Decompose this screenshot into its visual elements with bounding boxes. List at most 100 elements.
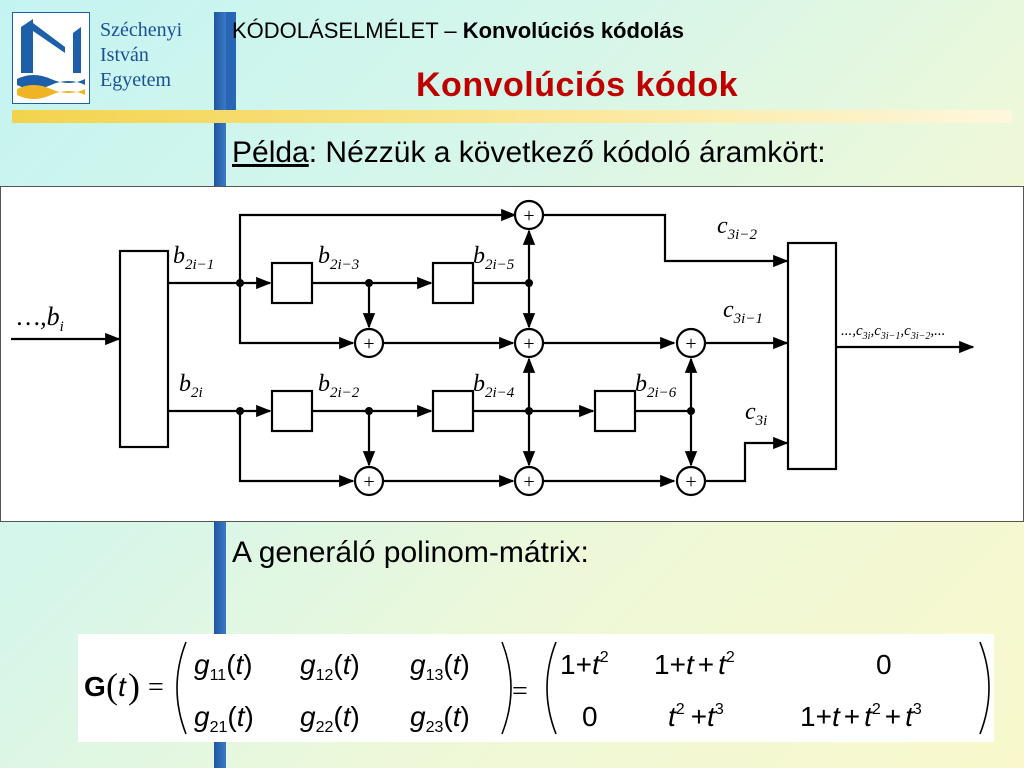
poly-part: t <box>668 701 677 732</box>
g21: g21(t) <box>194 701 254 736</box>
poly-part: + <box>844 701 860 732</box>
output-label: ...,c3i,c3i−1,c3i−2,... <box>841 323 945 342</box>
poly-part: t <box>707 701 716 732</box>
poly-r1c3: 0 <box>876 649 892 680</box>
example-text: Példa: Nézzük a következő kódoló áramkör… <box>232 136 826 170</box>
poly-r1c1: 1+t2 <box>560 649 609 680</box>
output-prefix: ..., <box>841 323 856 339</box>
g-symbol: g <box>194 701 210 732</box>
label-b-2i-4: b2i−4 <box>473 371 515 401</box>
label-b-sub: 2i <box>191 385 203 401</box>
poly-r2c3: 1+t+t2+t3 <box>800 701 922 732</box>
output-suffix: ,... <box>930 323 945 339</box>
g-arg: t <box>343 701 352 732</box>
poly-part: 1+ <box>654 649 686 680</box>
delay-element-bottom-2 <box>431 389 475 433</box>
label-b-sub: 2i−3 <box>330 257 359 273</box>
generator-matrix-label: A generáló polinom-mátrix: <box>232 536 589 569</box>
matrix-G: G <box>84 671 106 702</box>
label-c-3i-2: c3i−2 <box>717 213 757 243</box>
adder-mid-3 <box>675 327 707 359</box>
poly-part: t <box>832 701 841 732</box>
slide-title: Konvolúciós kódok <box>416 66 739 104</box>
poly-part: 1+ <box>800 701 832 732</box>
university-name: Széchenyi István Egyetem <box>100 18 182 93</box>
input-label: …,bi <box>17 302 64 335</box>
g-sub: 23 <box>426 719 444 736</box>
top-adder-out <box>543 213 789 268</box>
paren-open: ( <box>106 666 118 706</box>
delay-element-bottom-1 <box>270 389 314 433</box>
university-logo-graphic <box>13 13 89 103</box>
adder-mid-3-sign: + <box>685 333 696 355</box>
adder-mid-1-sign: + <box>363 333 374 355</box>
g-symbol: g <box>194 649 210 680</box>
input-ellipsis: …, <box>17 302 47 331</box>
g-row-2: g21(t) g22(t) g23(t) <box>194 701 470 736</box>
output-sub-1: 3i <box>862 331 871 342</box>
label-b-symbol: b <box>473 243 485 269</box>
g-arg: t <box>453 701 462 732</box>
equals-1: = <box>148 672 164 703</box>
label-c-symbol: c <box>745 399 756 425</box>
paren-close: ) <box>128 666 140 706</box>
matrix1-right-paren <box>501 641 512 735</box>
label-b-sub: 2i−2 <box>330 385 360 401</box>
junction-dot <box>525 407 533 415</box>
matrix2-left-paren <box>546 641 557 735</box>
g-arg: t <box>237 701 246 732</box>
splitter-block <box>118 249 170 449</box>
junction-dot <box>365 407 373 415</box>
g-symbol: g <box>300 649 316 680</box>
delay-element-top-1 <box>270 261 314 305</box>
adder-bottom-2 <box>513 465 545 497</box>
output-c-symbol: c <box>904 323 911 339</box>
poly-part: t <box>686 649 695 680</box>
g13: g13(t) <box>410 649 470 684</box>
label-b-2i-2: b2i−2 <box>318 371 360 401</box>
subtitle-topic: Konvolúciós kódolás <box>462 18 684 43</box>
adder-bottom-2-sign: + <box>523 471 534 493</box>
label-c-sub: 3i−2 <box>727 227 758 243</box>
multiplexer-block <box>786 241 838 471</box>
label-c-symbol: c <box>723 297 734 323</box>
adder-top-sign: + <box>523 205 534 227</box>
poly-r1c2: 1+t+t2 <box>654 649 735 680</box>
university-name-line-3: Egyetem <box>100 69 172 91</box>
poly-part: 1+ <box>560 649 592 680</box>
input-symbol: b <box>47 302 60 331</box>
mid-adder-feed-left <box>238 283 355 350</box>
poly-r2c2: t2+t3 <box>668 701 724 732</box>
label-b-sub: 2i−4 <box>485 385 515 401</box>
header-divider-bar <box>12 110 1012 123</box>
label-b-sub: 2i−6 <box>647 385 677 401</box>
label-c-sub: 3i <box>755 413 768 429</box>
example-label: Példa <box>232 136 309 169</box>
label-c-symbol: c <box>717 213 728 239</box>
g-sub: 22 <box>316 719 334 736</box>
junction-dot <box>525 279 533 287</box>
poly-part: t <box>592 649 601 680</box>
university-logo <box>12 12 90 104</box>
junction-dot <box>236 407 244 415</box>
junction-dot <box>236 279 244 287</box>
label-b-symbol: b <box>473 371 485 397</box>
poly-part: t <box>718 649 727 680</box>
adder-bottom-3 <box>675 465 707 497</box>
junction-dot <box>365 279 373 287</box>
example-description: : Nézzük a következő kódoló áramkört: <box>308 136 826 169</box>
junction-dot <box>687 407 695 415</box>
label-b-symbol: b <box>635 371 647 397</box>
delay-element-top-2 <box>431 261 475 305</box>
adder-bottom-1-sign: + <box>363 471 374 493</box>
poly-part: + <box>691 701 707 732</box>
matrix-t: t <box>118 671 127 702</box>
label-c-sub: 3i−1 <box>733 311 763 327</box>
g-sub: 13 <box>426 667 444 684</box>
matrix2-right-paren <box>979 641 990 735</box>
label-b-symbol: b <box>318 243 330 269</box>
label-c-3i: c3i <box>745 399 767 429</box>
encoder-circuit-svg: + + + + + + + …,bi b2i−1 b2i−3 b2i−5 b2i… <box>11 199 975 497</box>
poly-r2c1: 0 <box>582 701 598 732</box>
label-b-2i-5: b2i−5 <box>473 243 515 273</box>
